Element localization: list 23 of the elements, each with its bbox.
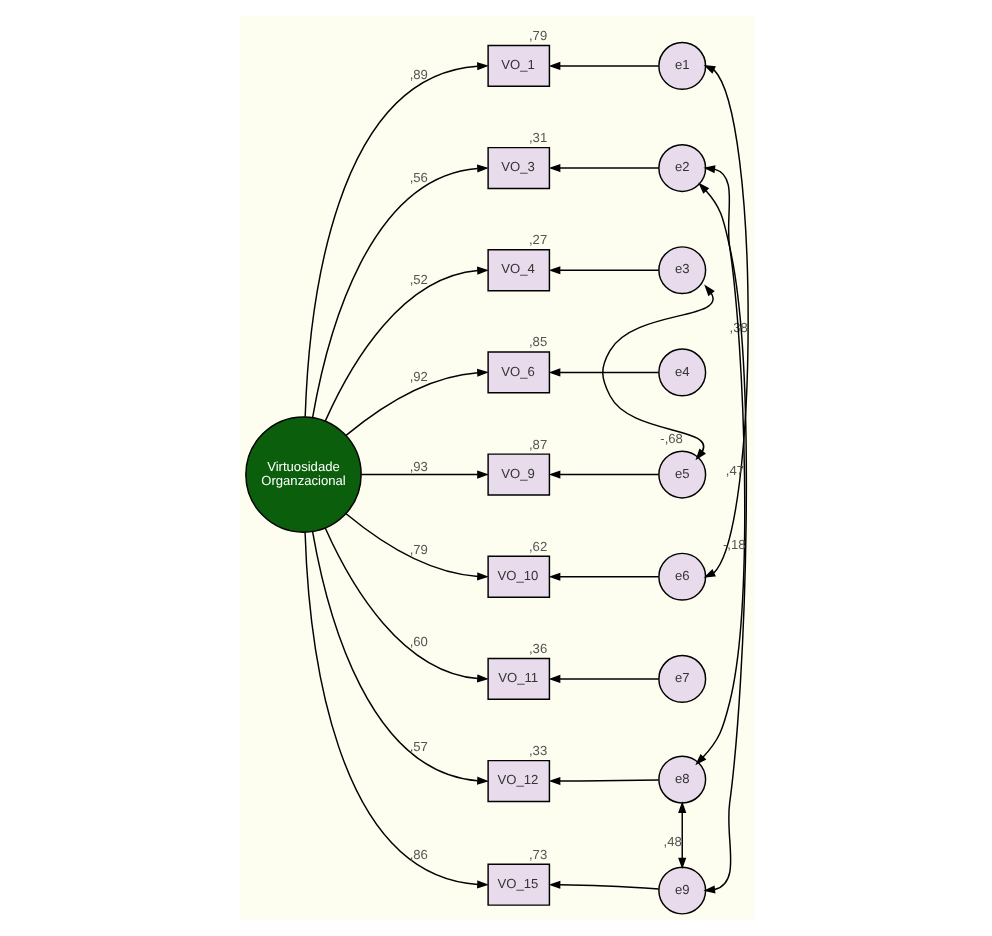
arrow bbox=[547, 674, 659, 683]
arrow bbox=[310, 530, 488, 785]
arrow bbox=[303, 531, 488, 889]
arrow bbox=[359, 470, 488, 479]
arrow bbox=[323, 266, 488, 422]
arrow bbox=[303, 62, 488, 418]
arrow bbox=[547, 61, 659, 70]
arrow bbox=[547, 880, 659, 890]
arrow bbox=[547, 266, 659, 275]
arrow bbox=[547, 572, 659, 581]
arrow bbox=[547, 368, 659, 377]
arrow bbox=[344, 513, 488, 581]
arrow bbox=[310, 164, 488, 419]
arrow bbox=[694, 165, 745, 766]
arrow bbox=[344, 368, 488, 437]
arrow bbox=[323, 527, 488, 683]
arrow bbox=[601, 284, 714, 461]
arrow bbox=[697, 182, 746, 894]
arrow bbox=[702, 64, 748, 578]
arrow bbox=[547, 470, 659, 479]
arrow bbox=[547, 776, 659, 786]
arrow bbox=[677, 801, 686, 870]
arrow bbox=[547, 163, 659, 173]
